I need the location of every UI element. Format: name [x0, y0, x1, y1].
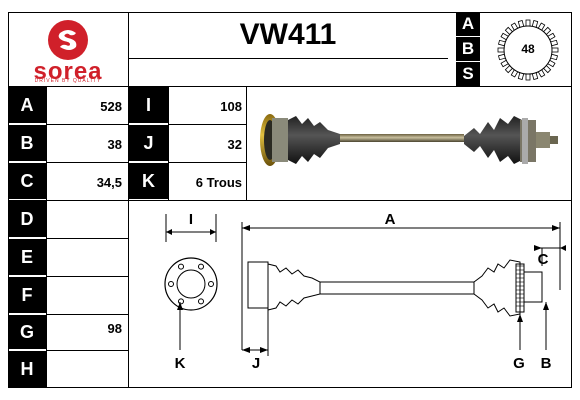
- dim-label-g: G: [513, 355, 525, 372]
- driveshaft-photo: [260, 114, 558, 166]
- left-table-right-border: [128, 86, 129, 388]
- row-label-g: G: [8, 315, 46, 349]
- row-line: [46, 314, 128, 315]
- dim-label-k: K: [175, 355, 186, 372]
- row-label-h: H: [8, 351, 46, 387]
- row-line: [168, 162, 246, 163]
- value-g: 98: [107, 321, 122, 336]
- section-line: [8, 200, 572, 201]
- dim-label-c: C: [538, 251, 549, 268]
- bolt-hole: [178, 263, 184, 270]
- value-c: 34,5: [96, 175, 122, 190]
- bolt-hole: [198, 263, 204, 270]
- logo-divider: [128, 12, 129, 86]
- mid-table-divider: [168, 86, 169, 200]
- row-label-i: I: [129, 87, 168, 123]
- row-line: [46, 238, 128, 239]
- value-k: 6 Trous: [195, 175, 242, 190]
- bolt-hole: [168, 281, 174, 287]
- technical-drawing: I A C K J G B: [164, 211, 566, 372]
- dim-label-i: I: [189, 211, 193, 228]
- brand-logo: sorea DRIVEN BY QUALITY: [14, 16, 122, 86]
- abs-ring-photo: [522, 118, 528, 164]
- value-j: 32: [227, 137, 242, 152]
- part-code: VW411: [239, 18, 337, 51]
- left-table-divider: [46, 86, 47, 388]
- row-label-a: A: [8, 87, 46, 123]
- abs-letter-a: A: [456, 12, 480, 36]
- value-b: 38: [107, 137, 122, 152]
- row-line: [46, 276, 128, 277]
- brand-name: sorea: [33, 58, 103, 85]
- brand-tagline: DRIVEN BY QUALITY: [34, 78, 102, 84]
- row-line: [46, 350, 128, 351]
- abs-ring-icon: 48: [496, 18, 560, 82]
- row-line: [46, 124, 128, 125]
- bolt-hole: [198, 298, 204, 305]
- dim-label-j: J: [252, 355, 260, 372]
- row-label-k: K: [129, 163, 168, 199]
- sorea-logo-icon: [48, 20, 88, 60]
- abs-teeth-count: 48: [521, 42, 535, 56]
- flange-view: [164, 214, 218, 350]
- row-line: [168, 124, 246, 125]
- code-underline: [128, 58, 448, 59]
- abs-letter-b: B: [456, 37, 480, 61]
- row-label-e: E: [8, 239, 46, 275]
- header-bottom-line: [8, 86, 572, 87]
- bolt-hole: [178, 298, 184, 305]
- row-label-c: C: [8, 163, 46, 199]
- value-a: 528: [100, 99, 122, 114]
- dim-label-b: B: [541, 355, 552, 372]
- row-label-f: F: [8, 277, 46, 313]
- row-line: [46, 162, 128, 163]
- abs-letter-s: S: [456, 62, 480, 86]
- row-label-d: D: [8, 201, 46, 237]
- row-label-j: J: [129, 125, 168, 161]
- photo-left-border: [246, 86, 247, 200]
- shaft-outline: [241, 222, 566, 356]
- bolt-hole: [208, 281, 214, 287]
- row-label-b: B: [8, 125, 46, 161]
- dim-label-a: A: [385, 211, 396, 228]
- value-i: 108: [220, 99, 242, 114]
